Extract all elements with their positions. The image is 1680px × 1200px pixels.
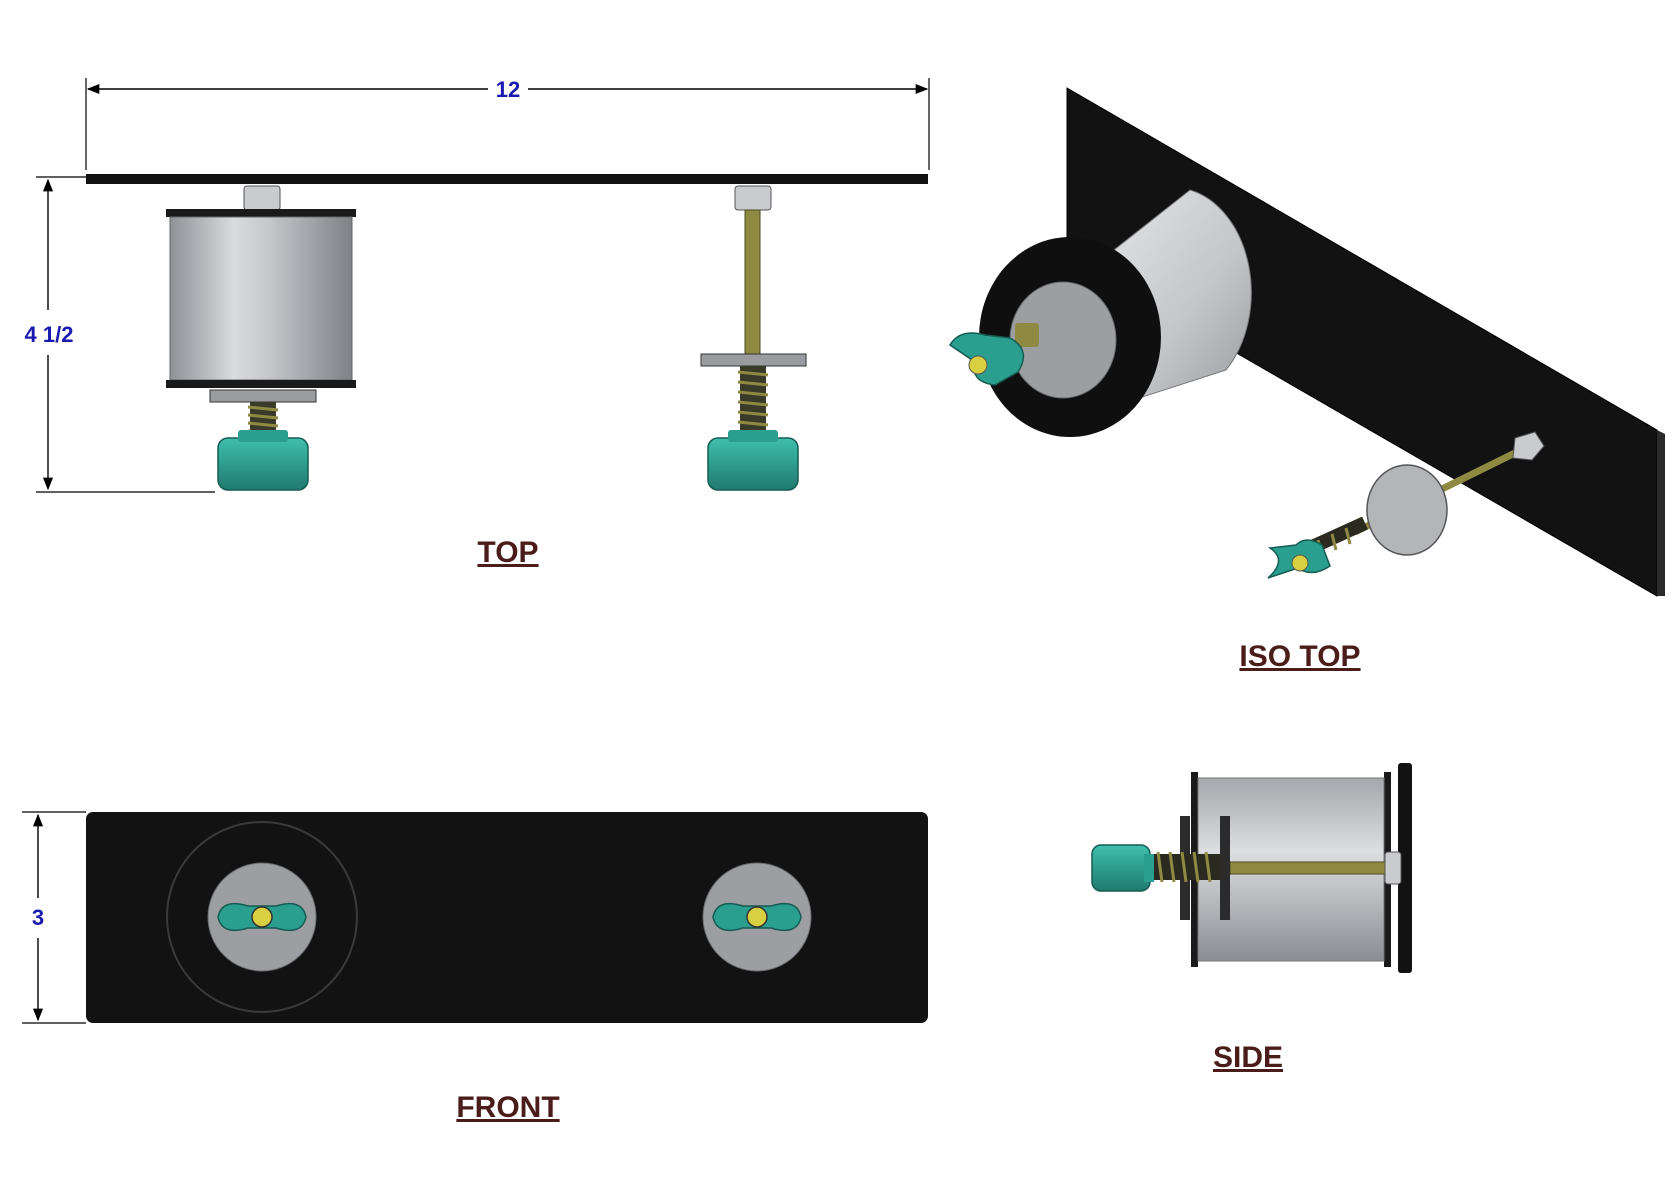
side-view-label: SIDE bbox=[1213, 1041, 1283, 1074]
rod-assembly bbox=[700, 185, 807, 491]
spool-flange-outline bbox=[166, 821, 358, 1013]
wing-knob bbox=[1267, 539, 1331, 579]
mounting-plate-edge bbox=[1398, 763, 1412, 973]
knob bbox=[707, 437, 799, 491]
spring bbox=[1150, 851, 1220, 883]
depth-dimension: 4 1/2 bbox=[25, 176, 215, 493]
front-view: 3 FRONT bbox=[22, 811, 928, 1124]
threaded-rod bbox=[1229, 861, 1389, 875]
rod-assembly bbox=[1267, 431, 1545, 579]
mounting-plate-edge bbox=[86, 174, 928, 184]
top-view: 12 4 1/2 bbox=[25, 77, 930, 569]
wing-knob bbox=[948, 332, 1025, 386]
spool-assembly bbox=[166, 185, 356, 491]
threaded-rod bbox=[744, 209, 761, 365]
wing-knob bbox=[217, 902, 307, 932]
iso-top-view-label: ISO TOP bbox=[1239, 640, 1360, 673]
height-dimension-label: 3 bbox=[32, 905, 44, 930]
iso-top-view: ISO TOP bbox=[948, 87, 1665, 673]
side-view: SIDE bbox=[1091, 763, 1412, 1074]
knob bbox=[217, 437, 309, 491]
depth-dimension-label: 4 1/2 bbox=[25, 322, 74, 347]
front-view-label: FRONT bbox=[456, 1091, 559, 1124]
height-dimension: 3 bbox=[22, 811, 86, 1024]
spool-cylinder bbox=[169, 216, 353, 381]
knob bbox=[1091, 844, 1151, 892]
mounting-plate bbox=[86, 812, 928, 1023]
spring bbox=[737, 366, 769, 436]
width-dimension-label: 12 bbox=[496, 77, 520, 102]
width-dimension: 12 bbox=[85, 77, 930, 170]
spool-assembly bbox=[948, 189, 1252, 437]
wing-knob bbox=[712, 902, 802, 932]
top-view-label: TOP bbox=[477, 536, 538, 569]
